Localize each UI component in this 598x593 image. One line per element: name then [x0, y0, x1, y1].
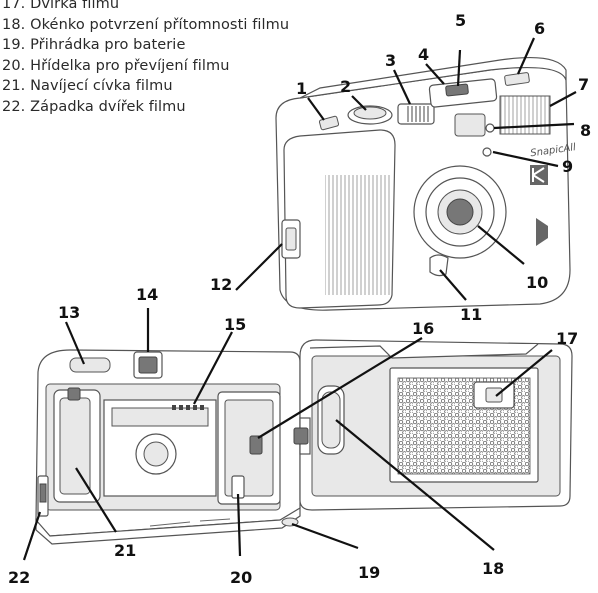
callout-10: 10	[526, 273, 548, 292]
callout-4: 4	[418, 45, 429, 64]
callout-8: 8	[580, 121, 591, 140]
callout-14: 14	[136, 285, 158, 304]
callout-7: 7	[578, 75, 589, 94]
legend-item-18: 18. Okénko potvrzení přítomnosti filmu	[2, 16, 290, 33]
callout-13: 13	[58, 303, 80, 322]
legend-item-20: 20. Hřídelka pro převíjení filmu	[2, 57, 230, 74]
camera-back-door	[293, 339, 573, 511]
callout-16: 16	[412, 319, 434, 338]
callout-21: 21	[114, 541, 136, 560]
callout-1: 1	[296, 79, 307, 98]
callout-6: 6	[534, 19, 545, 38]
callout-19: 19	[358, 563, 380, 582]
parts-legend: 17. Dvířka filmu 18. Okénko potvrzení př…	[2, 0, 289, 117]
callout-18: 18	[482, 559, 504, 578]
legend-item-19: 19. Přihrádka pro baterie	[2, 37, 186, 53]
legend-item-21: 21. Navíjecí cívka filmu	[2, 78, 173, 94]
callout-5: 5	[455, 11, 466, 30]
callout-11: 11	[460, 305, 482, 324]
camera-back-open-view	[35, 349, 301, 545]
callout-numbers: 1 2 3 4 5 6 7 8 9 10 11 12 13 14 15 16 1…	[8, 11, 591, 587]
callout-15: 15	[224, 315, 246, 334]
callout-9: 9	[562, 157, 573, 176]
callout-22: 22	[8, 568, 30, 587]
callout-17: 17	[556, 329, 578, 348]
callout-12: 12	[210, 275, 232, 294]
legend-item-17: 17. Dvířka filmu	[2, 0, 120, 12]
leader-lines	[22, 37, 577, 561]
callout-2: 2	[340, 77, 351, 96]
callout-20: 20	[230, 568, 252, 587]
callout-3: 3	[385, 51, 396, 70]
legend-item-22: 22. Západka dvířek filmu	[2, 98, 186, 115]
